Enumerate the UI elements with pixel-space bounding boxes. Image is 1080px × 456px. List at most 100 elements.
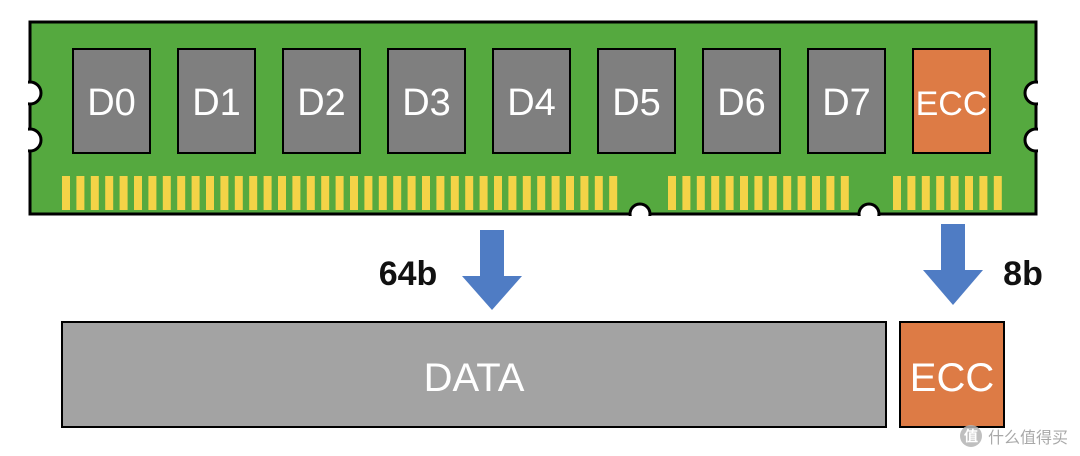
gold-pin [105, 176, 114, 210]
chip-label: ECC [916, 85, 988, 123]
gold-pin [522, 176, 531, 210]
ecc-width-label: 8b [1003, 255, 1043, 293]
data-block-label: DATA [424, 356, 525, 400]
gold-pin [263, 176, 272, 210]
chip-label: D0 [87, 82, 136, 124]
chip-d1: D1 [177, 48, 256, 154]
chip-label: D5 [612, 82, 661, 124]
gold-pin [840, 176, 849, 210]
chip-label: D6 [717, 82, 766, 124]
gold-pin [62, 176, 70, 210]
gold-pin [494, 176, 502, 210]
chip-body [72, 48, 151, 154]
gold-pin-contacts [62, 176, 1002, 210]
gold-pin [594, 176, 603, 210]
gold-pin [936, 176, 945, 210]
data-width-label: 64b [379, 255, 438, 293]
gold-pin [754, 176, 763, 210]
chip-d2: D2 [282, 48, 361, 154]
gold-pin [90, 176, 99, 210]
chip-d3: D3 [387, 48, 466, 154]
chip-body [387, 48, 466, 154]
data-arrow-head [462, 276, 522, 310]
gold-pin [148, 176, 157, 210]
gold-pin [436, 176, 445, 210]
gold-pin [465, 176, 474, 210]
chip-d0: D0 [72, 48, 151, 154]
gold-pin [740, 176, 748, 210]
gold-pin [134, 176, 142, 210]
chip-ecc: ECC [912, 48, 991, 154]
chip-d6: D6 [702, 48, 781, 154]
watermark: 值 什么值得买 [959, 424, 1068, 448]
gold-pin [508, 176, 517, 210]
gold-pin [335, 176, 344, 210]
gold-pin [278, 176, 286, 210]
chip-body [702, 48, 781, 154]
chip-body [492, 48, 571, 154]
ecc-block-label: ECC [910, 356, 994, 400]
chip-d7: D7 [807, 48, 886, 154]
gold-pin [479, 176, 488, 210]
chip-body [807, 48, 886, 154]
gold-pin [711, 176, 720, 210]
gold-pin [797, 176, 806, 210]
chip-label: D3 [402, 82, 451, 124]
data-arrow [462, 230, 522, 310]
watermark-text: 什么值得买 [987, 428, 1068, 447]
gold-pin [993, 176, 1002, 210]
ecc-arrow-head [923, 270, 983, 305]
chip-body [282, 48, 361, 154]
gold-pin [812, 176, 820, 210]
gold-pin [119, 176, 128, 210]
chip-label: D4 [507, 82, 556, 124]
chip-d5: D5 [597, 48, 676, 154]
chip-body [912, 48, 991, 154]
gold-pin [537, 176, 546, 210]
gold-pin [350, 176, 358, 210]
gold-pin [783, 176, 792, 210]
data-block [61, 321, 887, 428]
ecc-arrow [923, 224, 983, 305]
ecc-arrow-shaft [941, 224, 965, 272]
gold-pin [162, 176, 171, 210]
gold-pin [234, 176, 243, 210]
memory-chips: D0 D1 D2 D3 D4 D5 D6 D7 ECC [72, 48, 991, 154]
chip-label: D1 [192, 82, 241, 124]
gold-pin [364, 176, 373, 210]
watermark-logo-icon: 值 [959, 425, 982, 447]
gold-pin [393, 176, 402, 210]
gold-pin [76, 176, 85, 210]
gold-pin [907, 176, 916, 210]
gold-pin [725, 176, 734, 210]
ecc-block [899, 321, 1005, 428]
gold-pin [378, 176, 387, 210]
gold-pin [206, 176, 214, 210]
gold-pin [609, 176, 618, 210]
gold-pin [321, 176, 330, 210]
chip-body [177, 48, 256, 154]
gold-pin [965, 176, 973, 210]
gold-pin [407, 176, 416, 210]
gold-pin [292, 176, 301, 210]
gold-pin [682, 176, 691, 210]
gold-pin [826, 176, 835, 210]
gold-pin [950, 176, 959, 210]
gold-pin [979, 176, 988, 210]
chip-label: D2 [297, 82, 346, 124]
chip-body [597, 48, 676, 154]
gold-pin [566, 176, 574, 210]
chip-d4: D4 [492, 48, 571, 154]
gold-pin [450, 176, 459, 210]
gold-pin [696, 176, 705, 210]
chip-label: D7 [822, 82, 871, 124]
gold-pin [220, 176, 229, 210]
gold-pin [768, 176, 777, 210]
gold-pin [177, 176, 186, 210]
gold-pin [191, 176, 200, 210]
memory-module: D0 D1 D2 D3 D4 D5 D6 D7 ECC [0, 20, 1080, 230]
gold-pin [422, 176, 430, 210]
gold-pin [893, 176, 901, 210]
gold-pin [668, 176, 676, 210]
